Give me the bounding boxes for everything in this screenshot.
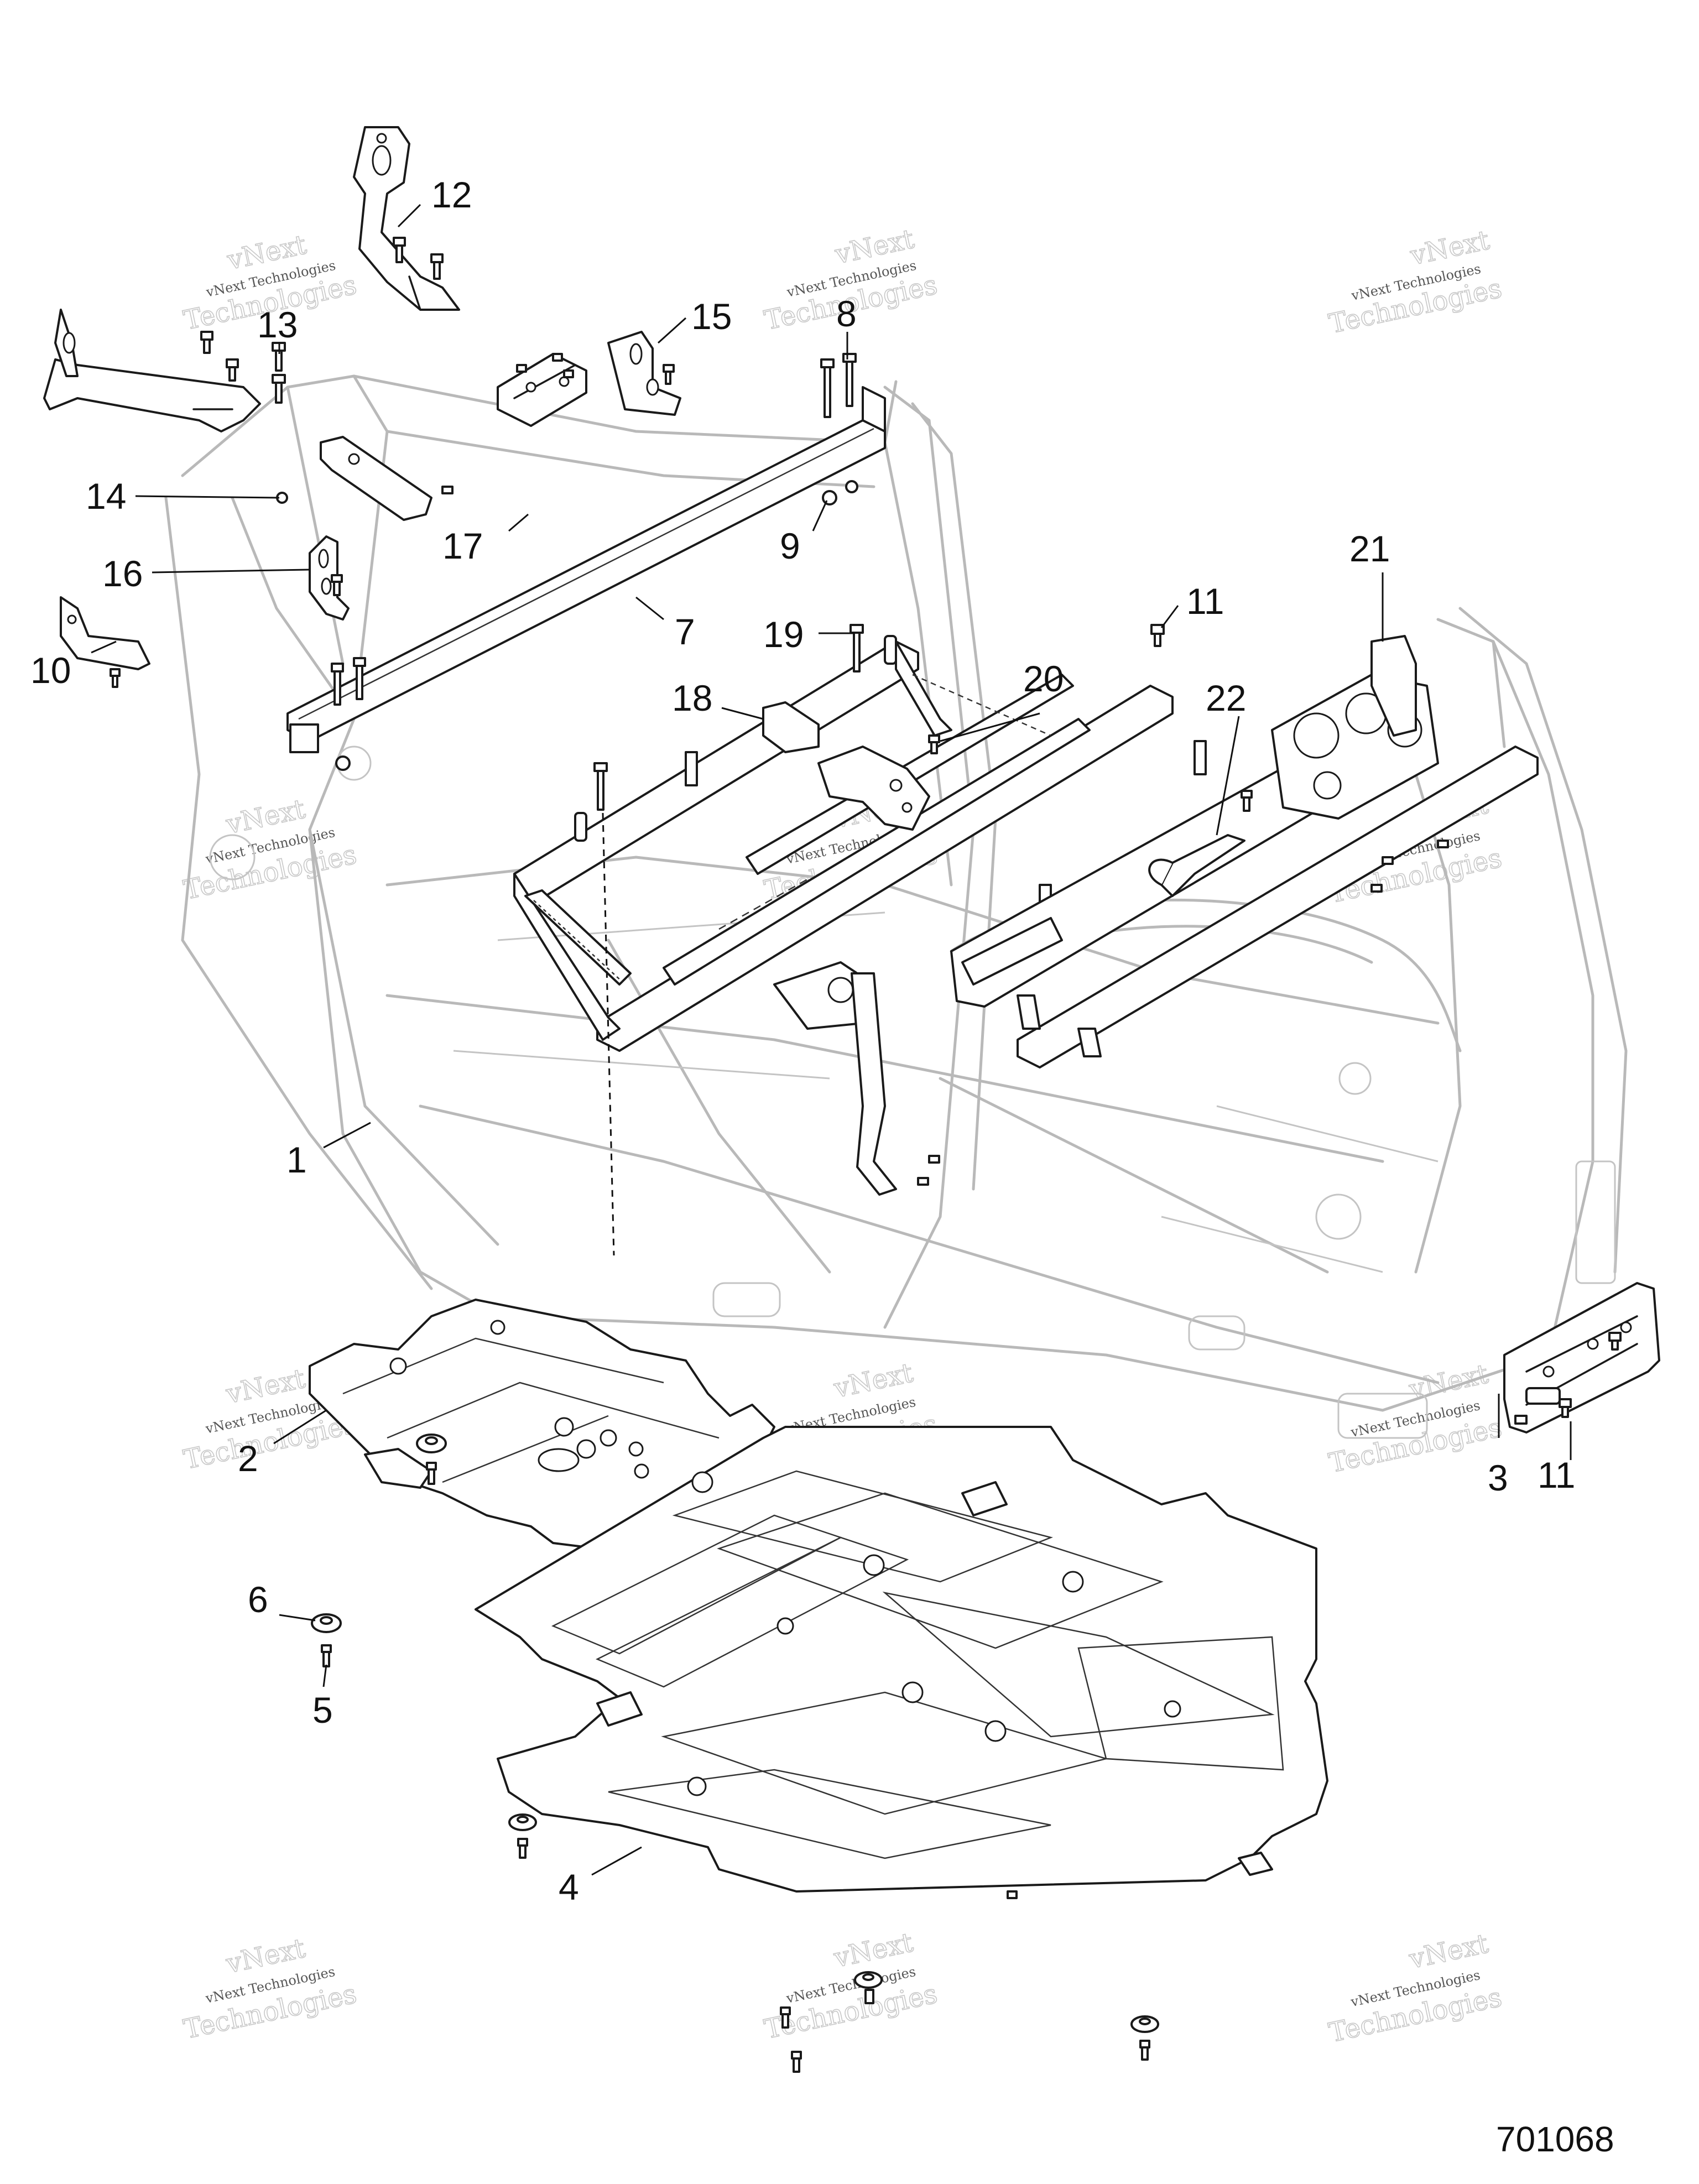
callout-21: 21	[1349, 528, 1390, 569]
callout-3: 3	[1488, 1457, 1508, 1498]
callout-1: 1	[286, 1139, 307, 1180]
bolt-11-top	[1150, 624, 1165, 647]
bolt-15	[663, 364, 675, 385]
washer-4-right	[1130, 2015, 1159, 2061]
bolt-near-13	[200, 331, 239, 382]
callout-19: 19	[763, 614, 804, 655]
watermark-top-right: vNext Technologies vNext Technologies	[1326, 224, 1505, 340]
alignment-dash	[602, 812, 615, 1256]
bolt-4-bottom	[1007, 1890, 1018, 1899]
bolt-11-lower	[1514, 1332, 1622, 1425]
callout-12: 12	[431, 174, 472, 215]
part-7-cross-member	[286, 386, 886, 753]
bolt-22	[1241, 790, 1253, 812]
bolt-mid	[441, 486, 454, 494]
figure-number: 701068	[1496, 2119, 1614, 2159]
part-upper-left-tube-bracket	[43, 309, 261, 432]
bolt-8	[820, 353, 857, 418]
callout-22: 22	[1206, 677, 1246, 718]
callout-5: 5	[312, 1690, 333, 1730]
callout-15: 15	[691, 296, 732, 337]
bolt-12b	[430, 253, 444, 280]
washer-4-center	[854, 1971, 883, 2004]
bolt-10	[110, 668, 121, 688]
part-15-bracket	[607, 331, 681, 416]
callout-9: 9	[780, 525, 800, 566]
callout-7: 7	[675, 611, 695, 652]
part-3-side-plate	[1503, 1282, 1660, 1434]
washer-6	[311, 1613, 342, 1633]
washer-2	[416, 1434, 447, 1485]
fasteners	[110, 237, 1622, 2073]
callout-8: 8	[836, 293, 857, 334]
bolt-20	[928, 734, 940, 754]
part-4-skid-plate	[475, 1426, 1328, 1893]
part-10-bracket	[60, 596, 150, 670]
watermark-bottom-left: vNext Technologies vNext Technologies	[180, 1932, 359, 2046]
part-22-bracket	[1148, 834, 1245, 897]
part-2-skid-plate	[309, 1299, 775, 1550]
bolt-16	[331, 574, 343, 596]
bolt-7-left	[331, 657, 366, 771]
callout-11-lower: 11	[1538, 1455, 1576, 1495]
callout-20: 20	[1023, 658, 1064, 699]
bolt-rear-low	[917, 1155, 940, 1186]
bolt-17	[516, 353, 574, 378]
bolt-seat-left	[593, 762, 608, 811]
part-17-bracket	[497, 353, 587, 427]
watermark-bottom-center: vNext Technologies vNext Technologies	[761, 1926, 940, 2045]
bolt-21-right	[1370, 840, 1449, 893]
bolt-5	[321, 1644, 332, 1667]
callout-14: 14	[86, 476, 126, 517]
bolt-4-center	[780, 2006, 802, 2073]
callout-6: 6	[248, 1579, 268, 1620]
callout-10: 10	[30, 650, 71, 691]
bolt-12a	[393, 237, 406, 263]
part-16-bracket	[309, 535, 350, 621]
bolt-19	[850, 624, 864, 673]
callout-16: 16	[102, 553, 143, 594]
leader-lines	[91, 204, 1572, 1876]
part-mid-bracket	[320, 436, 432, 521]
callout-17: 17	[442, 525, 483, 566]
main-frame	[164, 374, 1628, 1439]
watermark-bottom-right: vNext Technologies vNext Technologies	[1326, 1927, 1505, 2049]
callout-18: 18	[672, 677, 712, 718]
callout-labels: 1 2 3 4 5 6 7 8 9 10 11 11 12 13 14 15 1…	[30, 174, 1576, 1907]
watermark-mid-left: vNext Technologies vNext Technologies	[180, 793, 359, 906]
callout-11-top: 11	[1186, 581, 1224, 622]
washer-4-left	[508, 1813, 537, 1859]
callout-13: 13	[257, 304, 298, 345]
callout-4: 4	[559, 1867, 579, 1907]
callout-2: 2	[238, 1438, 258, 1479]
